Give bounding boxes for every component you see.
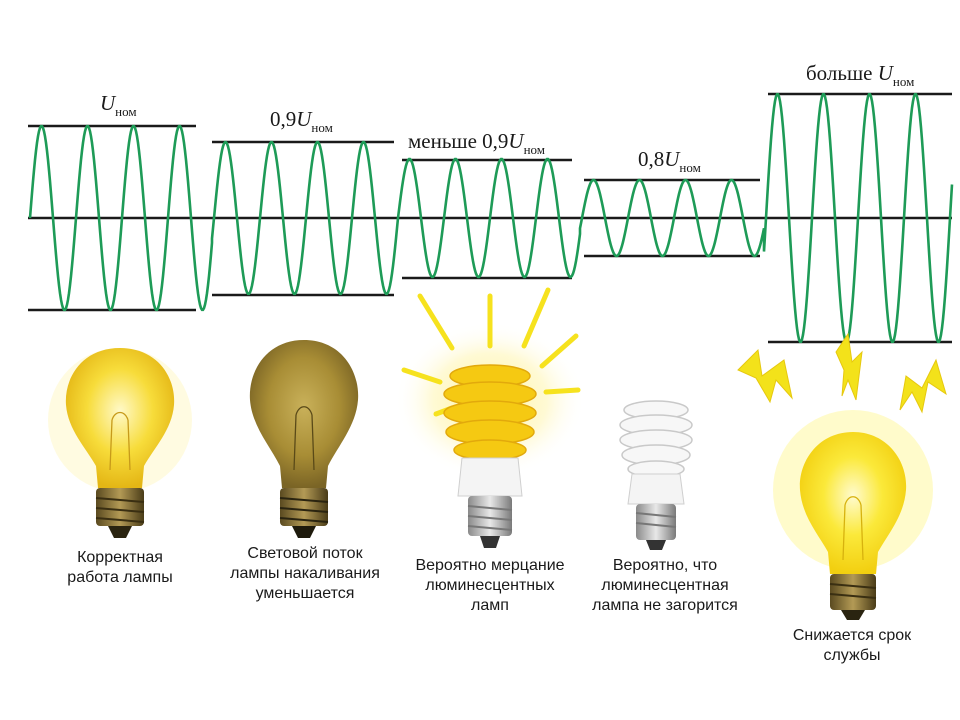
label-above: больше Uном bbox=[806, 61, 914, 89]
caption-line: лампа не загорится bbox=[592, 597, 738, 614]
caption-normal: Корректная работа лампы bbox=[40, 548, 200, 588]
label-nominal: Uном bbox=[100, 91, 137, 119]
caption-line: люминесцентная bbox=[601, 577, 729, 594]
overvoltage-bulb-icon bbox=[773, 410, 933, 620]
label-ninety: 0,9Uном bbox=[270, 107, 333, 135]
caption-line: люминесцентных bbox=[425, 577, 555, 594]
caption-line: Вероятно, что bbox=[612, 557, 718, 574]
caption-flicker: Вероятно мерцание люминесцентных ламп bbox=[398, 556, 582, 616]
amplitude-lines bbox=[28, 92, 952, 344]
caption-line: лампы накаливания bbox=[230, 565, 380, 582]
cfl-bulb-off-icon bbox=[619, 400, 693, 550]
label-eighty: 0,8Uном bbox=[638, 147, 701, 175]
caption-flux-reduced: Световой поток лампы накаливания уменьша… bbox=[210, 544, 400, 604]
dim-incandescent-bulb-icon bbox=[249, 340, 359, 538]
caption-line: Световой поток bbox=[247, 545, 363, 562]
cfl-bulb-glowing-icon bbox=[395, 287, 585, 548]
caption-line: службы bbox=[823, 647, 881, 664]
caption-life-reduced: Снижается срок службы bbox=[772, 626, 932, 666]
caption-line: Корректная bbox=[77, 549, 163, 566]
caption-no-start: Вероятно, что люминесцентная лампа не за… bbox=[580, 556, 750, 616]
caption-line: ламп bbox=[471, 597, 509, 614]
lightning-icon bbox=[737, 332, 947, 414]
voltage-waveform bbox=[28, 93, 954, 343]
caption-line: Вероятно мерцание bbox=[415, 557, 565, 574]
caption-line: уменьшается bbox=[255, 585, 355, 602]
caption-line: работа лампы bbox=[67, 569, 173, 586]
incandescent-bulb-icon bbox=[48, 348, 192, 538]
caption-line: Снижается срок bbox=[792, 627, 912, 644]
label-below-ninety: меньше 0,9Uном bbox=[408, 129, 545, 157]
